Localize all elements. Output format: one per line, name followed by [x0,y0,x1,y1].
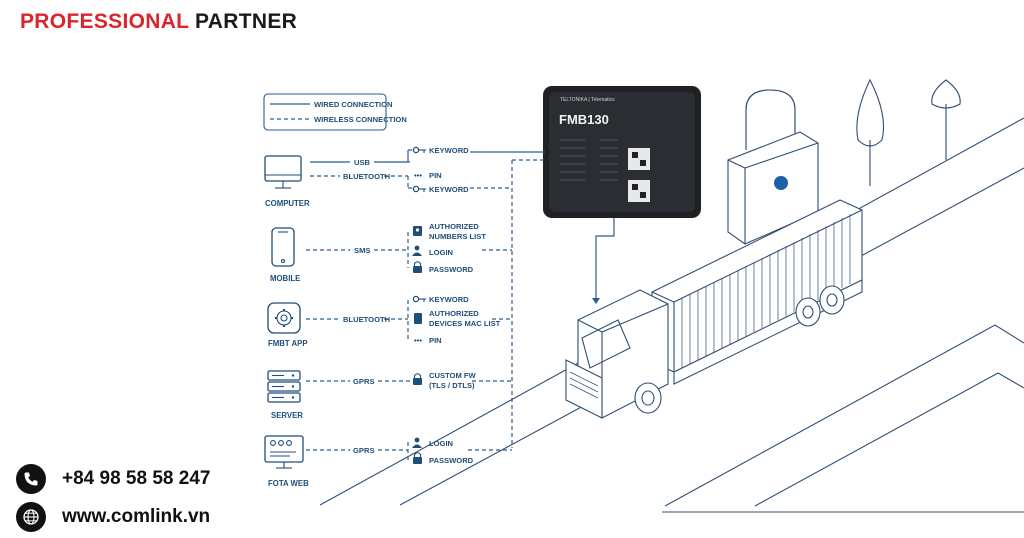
tree-icon [856,78,961,186]
qr-code-icon [628,148,650,170]
server-item-custom-fw: CUSTOM FW [429,371,477,380]
fmb130-device: TELTONIKA | Telematics FMB130 [543,86,701,218]
smartphone-icon [271,227,295,267]
key-icon-3 [412,295,426,303]
website-contact: www.comlink.vn [16,502,210,532]
header-title-black: PARTNER [195,10,298,33]
phone-contact: +84 98 58 58 247 [16,464,210,494]
lock-icon-3 [413,452,422,464]
pin-dots-icon: ••• [414,171,422,180]
mobile-item-login: LOGIN [429,248,453,257]
fmbt-item-mac-list: DEVICES MAC LIST [429,319,501,328]
key-icon-2 [412,185,426,193]
fota-item-password: PASSWORD [429,456,474,465]
mobile-label: MOBILE [270,274,300,283]
connection-lines [306,149,615,460]
server-item-tls: (TLS / DTLS) [429,381,475,390]
server-label: SERVER [271,411,303,420]
fmbt-item-authorized: AUTHORIZED [429,309,479,318]
mobile-item-password: PASSWORD [429,265,474,274]
phone-icon [16,464,46,494]
fmbt-item-keyword: KEYWORD [429,295,469,304]
fmbt-item-pin: PIN [429,336,442,345]
computer-item-keyword-2: KEYWORD [429,185,469,194]
fota-web-device: FOTA WEB GPRS LOGIN PASSWORD [264,435,474,488]
computer-device: COMPUTER USB BLUETOOTH KEYWORD ••• PIN K… [264,146,469,208]
server-device: SERVER GPRS CUSTOM FW (TLS / DTLS) [267,370,477,420]
computer-label: COMPUTER [265,199,310,208]
gprs-label-fota: GPRS [353,446,375,455]
legend-wired-label: WIRED CONNECTION [314,100,392,109]
bluetooth-label-fmbt: BLUETOOTH [343,315,390,324]
mobile-device: MOBILE SMS AUTHORIZED NUMBERS LIST LOGIN… [270,222,486,283]
fmbt-app-device: FMBT APP BLUETOOTH KEYWORD AUTHORIZED DE… [267,295,501,348]
user-icon-2 [412,437,422,448]
user-icon [412,245,422,256]
website-url[interactable]: www.comlink.vn [62,506,211,527]
mobile-item-numbers-list: NUMBERS LIST [429,232,486,241]
padlock-icon [727,89,819,245]
key-icon [412,146,426,154]
device-model: FMB130 [559,112,609,127]
usb-label: USB [354,158,371,167]
bluetooth-label-computer: BLUETOOTH [343,172,390,181]
gear-icon [267,302,301,334]
gprs-label-server: GPRS [353,377,375,386]
header-title: PROFESSIONAL PARTNER [20,10,297,34]
phone-number[interactable]: +84 98 58 58 247 [62,468,211,489]
fota-web-label: FOTA WEB [268,479,309,488]
contact-list-icon [413,226,422,236]
fmbt-app-label: FMBT APP [268,339,308,348]
server-icon [267,370,301,403]
header-title-red: PROFESSIONAL [20,10,189,33]
sms-label: SMS [354,246,370,255]
monitor-icon [264,155,302,189]
pin-dots-icon-2: ••• [414,336,422,345]
lock-icon [413,261,422,273]
mobile-item-authorized: AUTHORIZED [429,222,479,231]
keyhole-icon [774,176,788,190]
legend-wireless-label: WIRELESS CONNECTION [314,115,407,124]
lock-icon-2 [413,373,422,385]
legend: WIRED CONNECTION WIRELESS CONNECTION [263,93,407,131]
qr-code-icon-2 [628,180,650,202]
document-icon [414,313,422,324]
truck-icon [565,199,863,419]
globe-icon [16,502,46,532]
computer-item-keyword-1: KEYWORD [429,146,469,155]
fota-item-login: LOGIN [429,439,453,448]
web-browser-icon [264,435,304,469]
computer-item-pin: PIN [429,171,442,180]
device-brand: TELTONIKA | Telematics [560,97,615,103]
